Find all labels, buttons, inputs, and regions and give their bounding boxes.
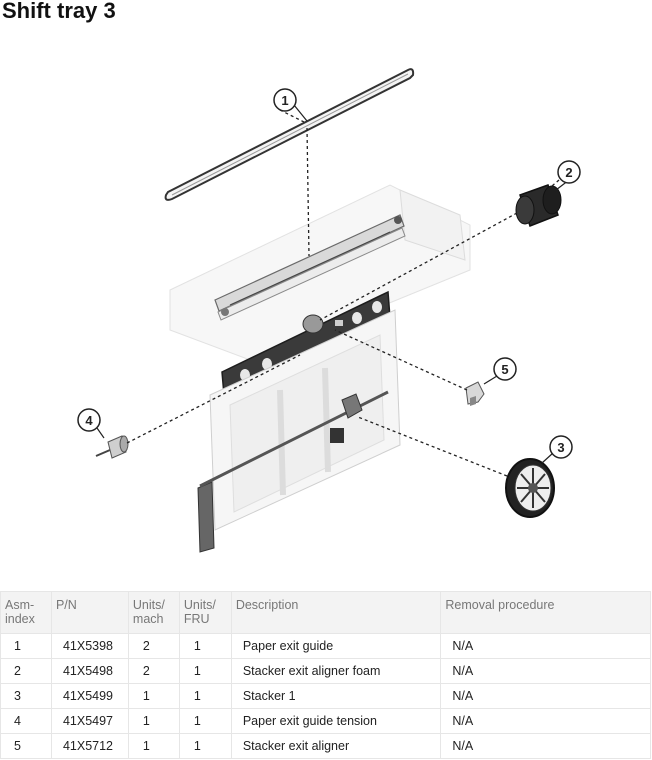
page-title: Shift tray 3 (2, 0, 116, 23)
svg-text:3: 3 (557, 440, 564, 455)
paper-exit-guide-part (164, 68, 415, 201)
cell-units-fru: 1 (178, 733, 232, 759)
svg-text:1: 1 (281, 93, 288, 108)
table-row: 1 41X5398 2 1 Paper exit guide N/A (0, 633, 651, 659)
cell-index: 2 (0, 658, 52, 684)
cell-units-mach: 1 (127, 733, 180, 759)
cell-part-number: 41X5497 (50, 708, 129, 734)
cell-removal-procedure: N/A (440, 708, 651, 734)
callout-5: 5 (493, 357, 517, 381)
cell-units-mach: 1 (127, 683, 180, 709)
cell-description: Paper exit guide tension (230, 708, 442, 734)
table-header-row: Asm-index P/N Units/mach Units/FRU Descr… (0, 591, 651, 634)
cell-units-mach: 1 (127, 708, 180, 734)
cell-description: Stacker exit aligner (230, 733, 442, 759)
table-row: 2 41X5498 2 1 Stacker exit aligner foam … (0, 658, 651, 684)
header-units-mach: Units/mach (127, 591, 180, 634)
cell-removal-procedure: N/A (440, 733, 651, 759)
header-removal-procedure: Removal procedure (440, 591, 651, 634)
cell-removal-procedure: N/A (440, 683, 651, 709)
cell-index: 4 (0, 708, 52, 734)
cell-part-number: 41X5498 (50, 658, 129, 684)
table-row: 5 41X5712 1 1 Stacker exit aligner N/A (0, 733, 651, 759)
stacker-exit-aligner-part (465, 381, 485, 406)
cell-index: 3 (0, 683, 52, 709)
callout-3: 3 (549, 435, 573, 459)
cell-description: Stacker 1 (230, 683, 442, 709)
svg-text:2: 2 (565, 165, 572, 180)
cell-description: Paper exit guide (230, 633, 442, 659)
paper-exit-guide-tension-part (95, 435, 129, 459)
header-part-number: P/N (50, 591, 129, 634)
header-units-fru: Units/FRU (178, 591, 232, 634)
parts-table: Asm-index P/N Units/mach Units/FRU Descr… (0, 591, 651, 759)
callout-4: 4 (77, 408, 101, 432)
exploded-parts-diagram: 1 2 3 4 5 (77, 68, 581, 553)
svg-text:4: 4 (85, 413, 93, 428)
callout-1: 1 (273, 88, 297, 112)
cell-description: Stacker exit aligner foam (230, 658, 442, 684)
stacker-1-part (505, 458, 555, 518)
stacker-exit-aligner-foam-part (515, 184, 562, 227)
cell-part-number: 41X5712 (50, 733, 129, 759)
header-asm-index: Asm-index (0, 591, 52, 634)
cell-units-mach: 2 (127, 658, 180, 684)
cell-removal-procedure: N/A (440, 658, 651, 684)
cell-part-number: 41X5499 (50, 683, 129, 709)
cell-part-number: 41X5398 (50, 633, 129, 659)
header-description: Description (230, 591, 442, 634)
cell-units-mach: 2 (127, 633, 180, 659)
leader-lines (126, 109, 560, 477)
callout-2: 2 (557, 160, 581, 184)
cell-units-fru: 1 (178, 708, 232, 734)
table-row: 4 41X5497 1 1 Paper exit guide tension N… (0, 708, 651, 734)
cell-units-fru: 1 (178, 633, 232, 659)
cell-units-fru: 1 (178, 683, 232, 709)
cell-units-fru: 1 (178, 658, 232, 684)
svg-text:5: 5 (501, 362, 508, 377)
cell-removal-procedure: N/A (440, 633, 651, 659)
cell-index: 1 (0, 633, 52, 659)
table-row: 3 41X5499 1 1 Stacker 1 N/A (0, 683, 651, 709)
shift-tray-frame (169, 184, 471, 553)
cell-index: 5 (0, 733, 52, 759)
